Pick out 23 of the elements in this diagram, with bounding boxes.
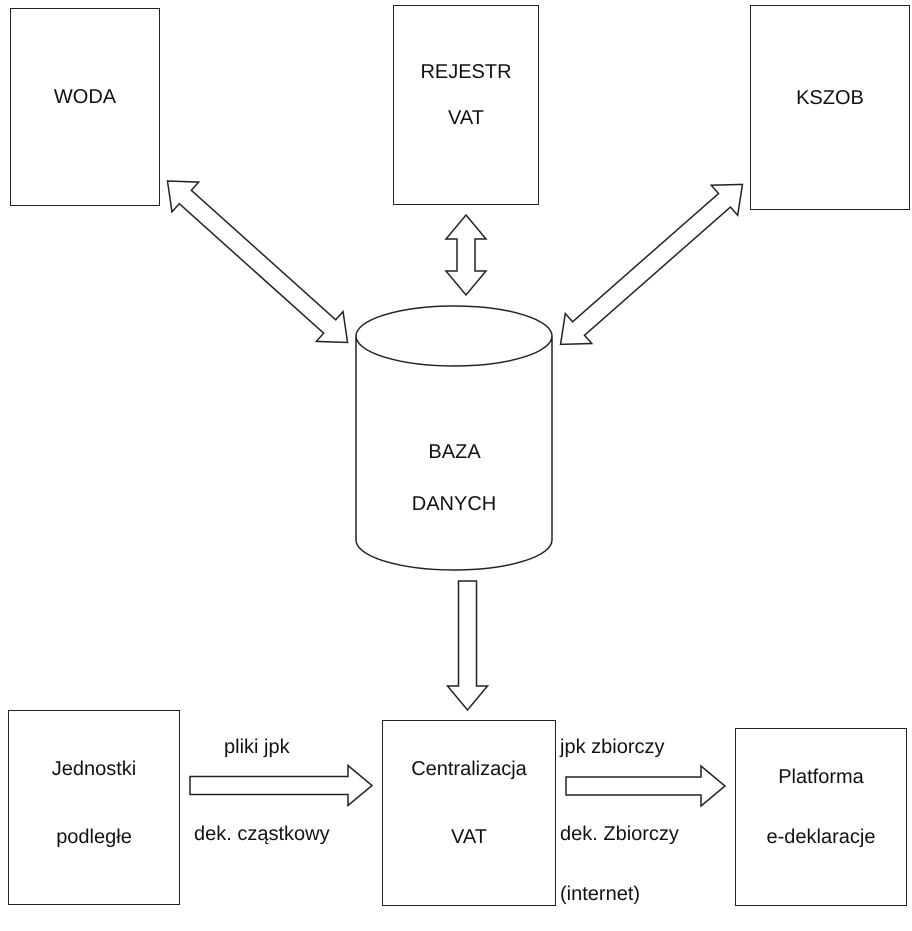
block-arrow xyxy=(446,580,490,712)
node-label: Jednostki podległe xyxy=(50,756,138,850)
edge-label: jpk zbiorczy xyxy=(558,736,666,759)
block-arrow xyxy=(565,764,726,808)
node-label: WODA xyxy=(52,85,118,110)
node-label: Centralizacja VAT xyxy=(410,757,528,850)
annotation-label: dek. Zbiorczy xyxy=(558,823,681,846)
block-arrow xyxy=(189,764,374,808)
annotation-label: dek. cząstkowy xyxy=(192,823,332,846)
node-label: KSZOB xyxy=(795,86,865,110)
process-box xyxy=(750,5,910,210)
double-arrow xyxy=(166,180,348,344)
double-arrow xyxy=(444,214,488,296)
process-box xyxy=(10,8,160,206)
node-label: REJESTR VAT xyxy=(419,60,513,131)
process-box xyxy=(735,728,907,906)
process-box xyxy=(8,710,180,905)
edge-label: pliki jpk xyxy=(222,736,292,759)
node-label: BAZA DANYCH xyxy=(410,440,498,517)
node-label: Platforma e-deklaracje xyxy=(766,765,876,850)
process-box xyxy=(382,720,556,906)
double-arrow xyxy=(560,184,744,346)
process-box xyxy=(393,5,539,205)
